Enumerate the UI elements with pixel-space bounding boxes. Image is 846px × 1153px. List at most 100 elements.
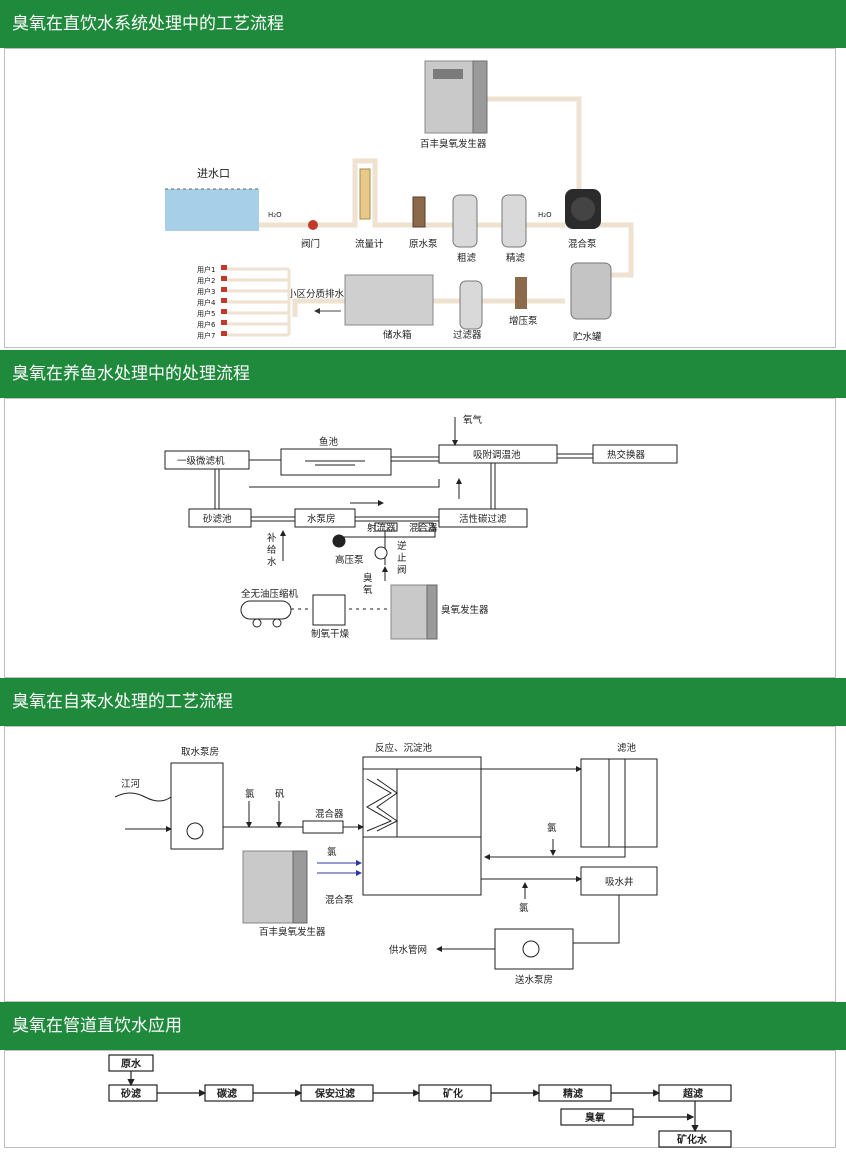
send-pump-icon [522, 940, 540, 958]
user-7: 用户7 [197, 331, 215, 340]
section1-header: 臭氧在直饮水系统处理中的工艺流程 [0, 0, 846, 48]
inlet-tank: 进水口 [165, 167, 259, 231]
send-pump-label: 送水泵房 [515, 974, 553, 986]
intake-box [170, 762, 224, 850]
fishpond-label: 鱼池 [319, 436, 339, 448]
raw-label: 原水 [121, 1057, 142, 1070]
drinking-water-process-diagram: 百丰臭氧发生器 进水口 H₂O H₂O 阀门 流量计 原水泵 粗滤 精滤 混合泵 [165, 60, 634, 343]
user-1: 用户1 [197, 265, 215, 274]
intake-pump-icon [186, 822, 204, 840]
user-5: 用户5 [197, 309, 215, 318]
conn-3 [557, 453, 593, 459]
raw-pump-icon [412, 196, 426, 228]
coarse-label: 粗滤 [457, 252, 477, 264]
compressor-icon [240, 600, 292, 620]
makeup-3: 水 [267, 556, 277, 568]
ozone-label-4: 臭氧 [585, 1111, 605, 1124]
river-wave [114, 792, 172, 802]
user-4: 用户4 [197, 298, 216, 307]
oxygen-label: 氧气 [463, 414, 483, 426]
makeup-2: 给 [267, 544, 277, 556]
chlorine-3: 氯 [327, 846, 337, 858]
mixer-label-3: 混合器 [315, 808, 344, 820]
mineral-water-label: 矿化水 [677, 1133, 708, 1146]
user-3: 用户3 [197, 287, 215, 296]
intake-label: 取水泵房 [181, 746, 219, 758]
h2o-label-1: H₂O [268, 211, 282, 219]
section4-title: 臭氧在管道直饮水应用 [12, 1016, 182, 1036]
adsorb-label: 吸附调温池 [473, 449, 521, 461]
ozone-generator-fish [390, 584, 438, 640]
mineral-label: 矿化 [443, 1087, 463, 1100]
filter-pool-label: 滤池 [617, 742, 637, 754]
section3-title: 臭氧在自来水处理的工艺流程 [12, 692, 233, 712]
water-lines [305, 460, 365, 466]
micro-filter-label: 一级微滤机 [177, 455, 225, 467]
booster-pump-icon [515, 277, 527, 309]
makeup-1: 补 [267, 532, 277, 544]
generator-label-2: 臭氧发生器 [441, 604, 489, 616]
mixer-icon-3 [302, 820, 344, 834]
ozone-1: 臭 [363, 572, 373, 584]
chlorine-1: 氯 [245, 788, 255, 800]
user-6: 用户6 [197, 320, 216, 329]
check-valve-3: 阀 [397, 564, 407, 576]
check-valve-1: 逆 [397, 540, 407, 552]
generator-label: 百丰臭氧发生器 [420, 138, 487, 150]
filter-label: 过滤器 [453, 329, 482, 341]
river-label: 江河 [121, 778, 141, 790]
filter-pool-box [580, 758, 658, 848]
tap-water-process-diagram: 取水泵房 江河 氯 矾 混合器 反应、沉淀池 滤池 氯 氯 混合泵 吸水井 氯 … [114, 742, 658, 986]
zigzag [366, 778, 393, 832]
ozone-pipe [485, 96, 582, 189]
coarse-filter-icon [452, 194, 478, 248]
inlet-label: 进水口 [197, 167, 230, 180]
conn-4 [214, 469, 220, 509]
section3-panel: 取水泵房 江河 氯 矾 混合器 反应、沉淀池 滤池 氯 氯 混合泵 吸水井 氯 … [4, 726, 836, 1002]
compressor-label: 全无油压缩机 [241, 588, 299, 600]
tank-label: 贮水罐 [573, 331, 602, 343]
fine-label-4: 精滤 [563, 1087, 583, 1100]
section4-panel: 原水 砂滤 碳滤 保安过滤 矿化 精滤 超滤 臭氧 矿化水 [4, 1050, 836, 1148]
district-label: 小区分质排水 [287, 288, 345, 300]
ozone-2: 氧 [363, 584, 373, 596]
storage-label: 储水箱 [383, 329, 412, 341]
users-list: 用户1 用户2 用户3 用户4 用户5 用户6 用户7 [197, 265, 291, 340]
dryer-label: 制氧干燥 [311, 628, 350, 640]
section1-title: 臭氧在直饮水系统处理中的工艺流程 [12, 14, 284, 34]
fine-label: 精滤 [506, 252, 526, 264]
fine-filter-icon [501, 194, 527, 248]
mixer-label: 混合器 [409, 522, 438, 534]
pipeline-water-flow: 原水 砂滤 碳滤 保安过滤 矿化 精滤 超滤 臭氧 矿化水 [108, 1054, 732, 1148]
flowmeter-icon [359, 168, 371, 220]
ejector-label: 射流器 [367, 522, 396, 534]
suction-well-label: 吸水井 [605, 876, 634, 888]
send-pump-box [494, 928, 574, 970]
tank-pipe [595, 222, 634, 278]
chlorine-4: 氯 [519, 902, 529, 914]
main-pipe [255, 158, 565, 228]
section3-header: 臭氧在自来水处理的工艺流程 [0, 678, 846, 726]
ejector-icon [374, 522, 398, 532]
check-valve-icon [374, 546, 388, 560]
section2-title: 臭氧在养鱼水处理中的处理流程 [12, 364, 250, 384]
section2-panel: 氧气 鱼池 一级微滤机 吸附调温池 热交换器 砂滤池 水泵房 活性碳过滤 射流器… [4, 398, 836, 678]
reaction-label: 反应、沉淀池 [375, 742, 433, 754]
storage-tank-icon [570, 262, 612, 320]
hp-pump-label: 高压泵 [335, 554, 364, 566]
raw-pump-label: 原水泵 [409, 238, 438, 250]
conn-6 [355, 516, 439, 522]
sand-box [188, 508, 252, 528]
section1-panel: 百丰臭氧发生器 进水口 H₂O H₂O 阀门 流量计 原水泵 粗滤 精滤 混合泵 [4, 48, 836, 348]
sand-label-4: 砂滤 [120, 1087, 141, 1100]
check-valve-2: 止 [397, 552, 407, 564]
user-2: 用户2 [197, 276, 215, 285]
ozone-generator-tap [242, 850, 308, 924]
dryer-box [312, 594, 346, 626]
security-label: 保安过滤 [314, 1087, 355, 1100]
filter-icon [459, 280, 483, 330]
conn-8 [249, 479, 440, 488]
heat-exchanger-label: 热交换器 [607, 449, 646, 461]
booster-label: 增压泵 [509, 315, 538, 327]
conn-2 [391, 456, 439, 462]
